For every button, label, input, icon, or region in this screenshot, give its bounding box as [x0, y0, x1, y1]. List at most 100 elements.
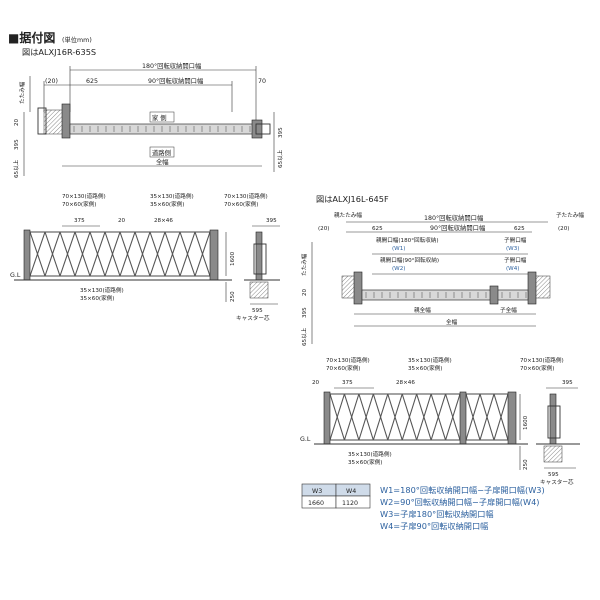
lattice-bar	[179, 231, 196, 277]
gate1-right-395: 395	[278, 127, 284, 138]
gate1-dim-70-label: 70	[258, 78, 266, 85]
gate2-parent-tatami: 親たたみ幅	[334, 211, 362, 219]
gate2-side-65: 65以上	[300, 327, 308, 346]
gate2-child-open-a: 子開口幅	[504, 236, 527, 244]
legend-note-2: W2=90°回転収納開口幅−子扉開口幅(W4)	[380, 497, 539, 507]
gate2-plan-view: 図はALXJ16L-645F 親たたみ幅 子たたみ幅 180°回転収納開口幅 9…	[300, 194, 584, 346]
lattice-bar	[329, 393, 345, 441]
lattice-bar	[119, 231, 136, 277]
lattice-bar	[387, 393, 403, 441]
gate2-top-right-b: 70×60(家側)	[520, 364, 554, 372]
gate1-d20: 20	[118, 218, 126, 224]
lattice-bar	[44, 231, 61, 277]
gate2-h250: 250	[523, 459, 529, 470]
legend-header-w3: W3	[312, 488, 322, 495]
gate1-model-label: 図はALXJ16R-635S	[22, 47, 96, 57]
gate1-d375: 375	[74, 218, 85, 224]
gate1-plan-view: 図はALXJ16R-635S 180°回転収納開口幅 90°回転収納開口幅 70…	[12, 47, 284, 178]
gate1-bot-b: 35×60(家側)	[80, 294, 114, 302]
gate2-child-tatami: 子たたみ幅	[556, 211, 584, 219]
lattice-bar	[401, 393, 418, 441]
gate2-h1600: 1600	[523, 415, 529, 430]
gate1-side-view: 395 595 キャスター芯	[236, 218, 280, 322]
lattice-bar	[479, 393, 495, 441]
gate2-model-label: 図はALXJ16L-645F	[316, 194, 389, 204]
lattice-bar	[445, 393, 461, 441]
gate2-dim-90: 90°回転収納開口幅	[430, 223, 485, 232]
lattice-bar	[465, 393, 481, 441]
gate1-d2846: 28×46	[154, 218, 173, 224]
gate2-plan-ticks	[365, 292, 527, 298]
lattice-bar	[343, 393, 360, 441]
gate2-dim-180: 180°回転収納開口幅	[424, 213, 483, 222]
lattice-bar	[358, 393, 374, 441]
gate2-side-w595: 595	[548, 472, 559, 478]
gate1-top-mid-a: 35×130(道路側)	[150, 192, 194, 200]
gate1-plan-ticks	[73, 126, 251, 132]
gate2-left-20: (20)	[318, 226, 329, 232]
legend-value-w3: 1660	[308, 500, 324, 507]
gate1-lattice	[29, 231, 211, 277]
gate1-top-mid-b: 35×60(家側)	[150, 200, 184, 208]
gate1-top-right-b: 70×60(家側)	[224, 200, 258, 208]
gate1-front-view: 70×130(道路側) 70×60(家側) 35×130(道路側) 35×60(…	[10, 192, 268, 302]
gate2-side-w395: 395	[562, 380, 573, 386]
gate2-top-left-a: 70×130(道路側)	[326, 356, 370, 364]
gate2-side-20: 20	[302, 288, 308, 296]
gate1-bot-a: 35×130(道路側)	[80, 286, 124, 294]
gate1-dim-625-label: 625	[86, 78, 98, 85]
gate2-top-mid-b: 35×60(家側)	[408, 364, 442, 372]
drawing-title: ■据付図	[8, 30, 55, 45]
lattice-bar	[74, 231, 91, 277]
gate2-w625a: 625	[372, 226, 383, 232]
gate1-side-395: 395	[14, 139, 20, 150]
gate2-side-view: 395 595 キャスター芯	[536, 380, 580, 486]
gate2-front-view: 70×130(道路側) 70×60(家側) 35×130(道路側) 35×60(…	[300, 356, 564, 470]
drawing-unit: (単位mm)	[62, 35, 92, 44]
gate1-road-side: 道路側	[152, 148, 171, 157]
gate2-caster: キャスター芯	[540, 478, 574, 486]
gate2-bot-b: 35×60(家側)	[348, 458, 382, 466]
gate2-tatami-label: たたみ幅	[300, 253, 308, 276]
gate2-top-right-a: 70×130(道路側)	[520, 356, 564, 364]
lattice-bar	[416, 393, 432, 441]
gate2-w2: (W2)	[392, 266, 405, 272]
gate1-top-right-a: 70×130(道路側)	[224, 192, 268, 200]
lattice-bar	[430, 393, 447, 441]
gate1-total-label: 全幅	[156, 157, 169, 166]
lattice-bar	[493, 393, 509, 441]
lattice-bar	[134, 231, 151, 277]
gate2-gl: G.L	[300, 436, 311, 443]
lattice-bar	[89, 231, 106, 277]
gate1-side-20: 20	[14, 118, 20, 126]
gate2-d20: 20	[312, 380, 320, 386]
lattice-bar	[29, 231, 46, 277]
legend-value-w4: 1120	[342, 500, 358, 507]
lattice-bar	[164, 231, 181, 277]
gate2-w625b: 625	[514, 226, 525, 232]
gate1-dim-180-label: 180°回転収納開口幅	[142, 61, 201, 70]
gate2-parent-open-180: 親開口幅(180°回転収納)	[376, 236, 439, 244]
gate2-child-full: 子全幅	[500, 306, 517, 314]
gate2-parent-open-90: 親開口幅(90°回転収納)	[380, 256, 439, 264]
gate1-right-65: 65以上	[276, 149, 284, 168]
gate1-gl: G.L	[10, 272, 21, 279]
gate1-house-side: 家 側	[152, 113, 167, 122]
gate1-h1600: 1600	[230, 251, 236, 266]
legend-header-w4: W4	[346, 488, 356, 495]
gate2-lattice	[329, 393, 509, 441]
gate2-bot-a: 35×130(道路側)	[348, 450, 392, 458]
legend-note-1: W1=180°回転収納開口幅−子扉開口幅(W3)	[380, 485, 545, 495]
legend-note-3: W3=子扉180°回転収納開口幅	[380, 509, 494, 519]
lattice-bar	[372, 393, 389, 441]
legend: W3 W4 1660 1120 W1=180°回転収納開口幅−子扉開口幅(W3)…	[301, 483, 545, 531]
gate1-caster: キャスター芯	[236, 314, 270, 322]
lattice-bar	[104, 231, 121, 277]
gate1-side-w395: 395	[266, 218, 277, 224]
gate2-side-395: 395	[302, 307, 308, 318]
gate2-top-left-b: 70×60(家側)	[326, 364, 360, 372]
legend-note-4: W4=子扉90°回転収納開口幅	[380, 521, 488, 531]
gate2-d375: 375	[342, 380, 353, 386]
gate1-dim-90-label: 90°回転収納開口幅	[148, 76, 203, 85]
